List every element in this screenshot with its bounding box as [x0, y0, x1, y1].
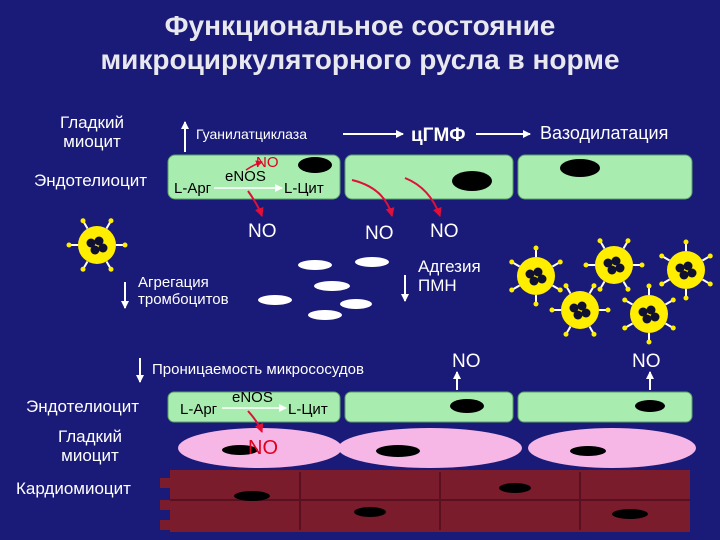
endothelium-bottom [167, 391, 693, 423]
endothelium-top [167, 154, 693, 200]
leukocyte [622, 283, 676, 345]
cgmp-label: цГМФ [411, 125, 466, 146]
no-label-4: NO [452, 351, 481, 372]
no-label-3: NO [430, 221, 459, 242]
page-title-line1: Функциональное состояние [164, 10, 556, 41]
smooth-muscle-layer [178, 428, 696, 468]
l-arg-top: L-Арг [174, 180, 212, 197]
leukocyte [583, 238, 645, 292]
guanylate-cyclase-label: Гуанилатциклаза [196, 126, 308, 142]
l-cit-top: L-Цит [284, 180, 324, 197]
l-cit-bottom: L-Цит [288, 401, 328, 418]
no-label-1: NO [248, 221, 277, 242]
leukocyte [509, 245, 563, 307]
vasodilation-label: Вазодилатация [540, 123, 669, 143]
endotheliocyte-label-bottom: Эндотелиоцит [26, 397, 139, 416]
page-title-line2: микроциркуляторного русла в норме [100, 44, 620, 75]
enos-top: eNOS [225, 168, 266, 185]
leukocyte [549, 283, 611, 337]
leukocyte [659, 239, 713, 301]
enos-bottom: eNOS [232, 389, 273, 406]
no-small-top: NO [256, 154, 279, 171]
l-arg-bottom: L-Арг [180, 401, 218, 418]
smooth-myocyte-label-top: Гладкий миоцит [60, 113, 124, 151]
leukocyte [66, 218, 128, 272]
platelet-aggregation-label: Агрегация тромбоцитов [138, 274, 229, 309]
connector-lines [121, 121, 654, 412]
platelets [258, 257, 389, 320]
permeability-label: Проницаемость микрососудов [152, 361, 364, 378]
pmn-adhesion-label: Адгезия ПМН [418, 257, 481, 295]
no-label-5: NO [632, 351, 661, 372]
endotheliocyte-label-top: Эндотелиоцит [34, 171, 147, 190]
cardiomyocyte-label: Кардиомиоцит [16, 479, 131, 498]
leukocytes [66, 218, 713, 345]
no-label-2: NO [365, 223, 394, 244]
red-arrows [245, 160, 442, 433]
cardiomyocyte-layer [160, 470, 690, 532]
no-label-bottom: NO [248, 437, 278, 459]
smooth-myocyte-label-bottom: Гладкий миоцит [58, 427, 122, 465]
